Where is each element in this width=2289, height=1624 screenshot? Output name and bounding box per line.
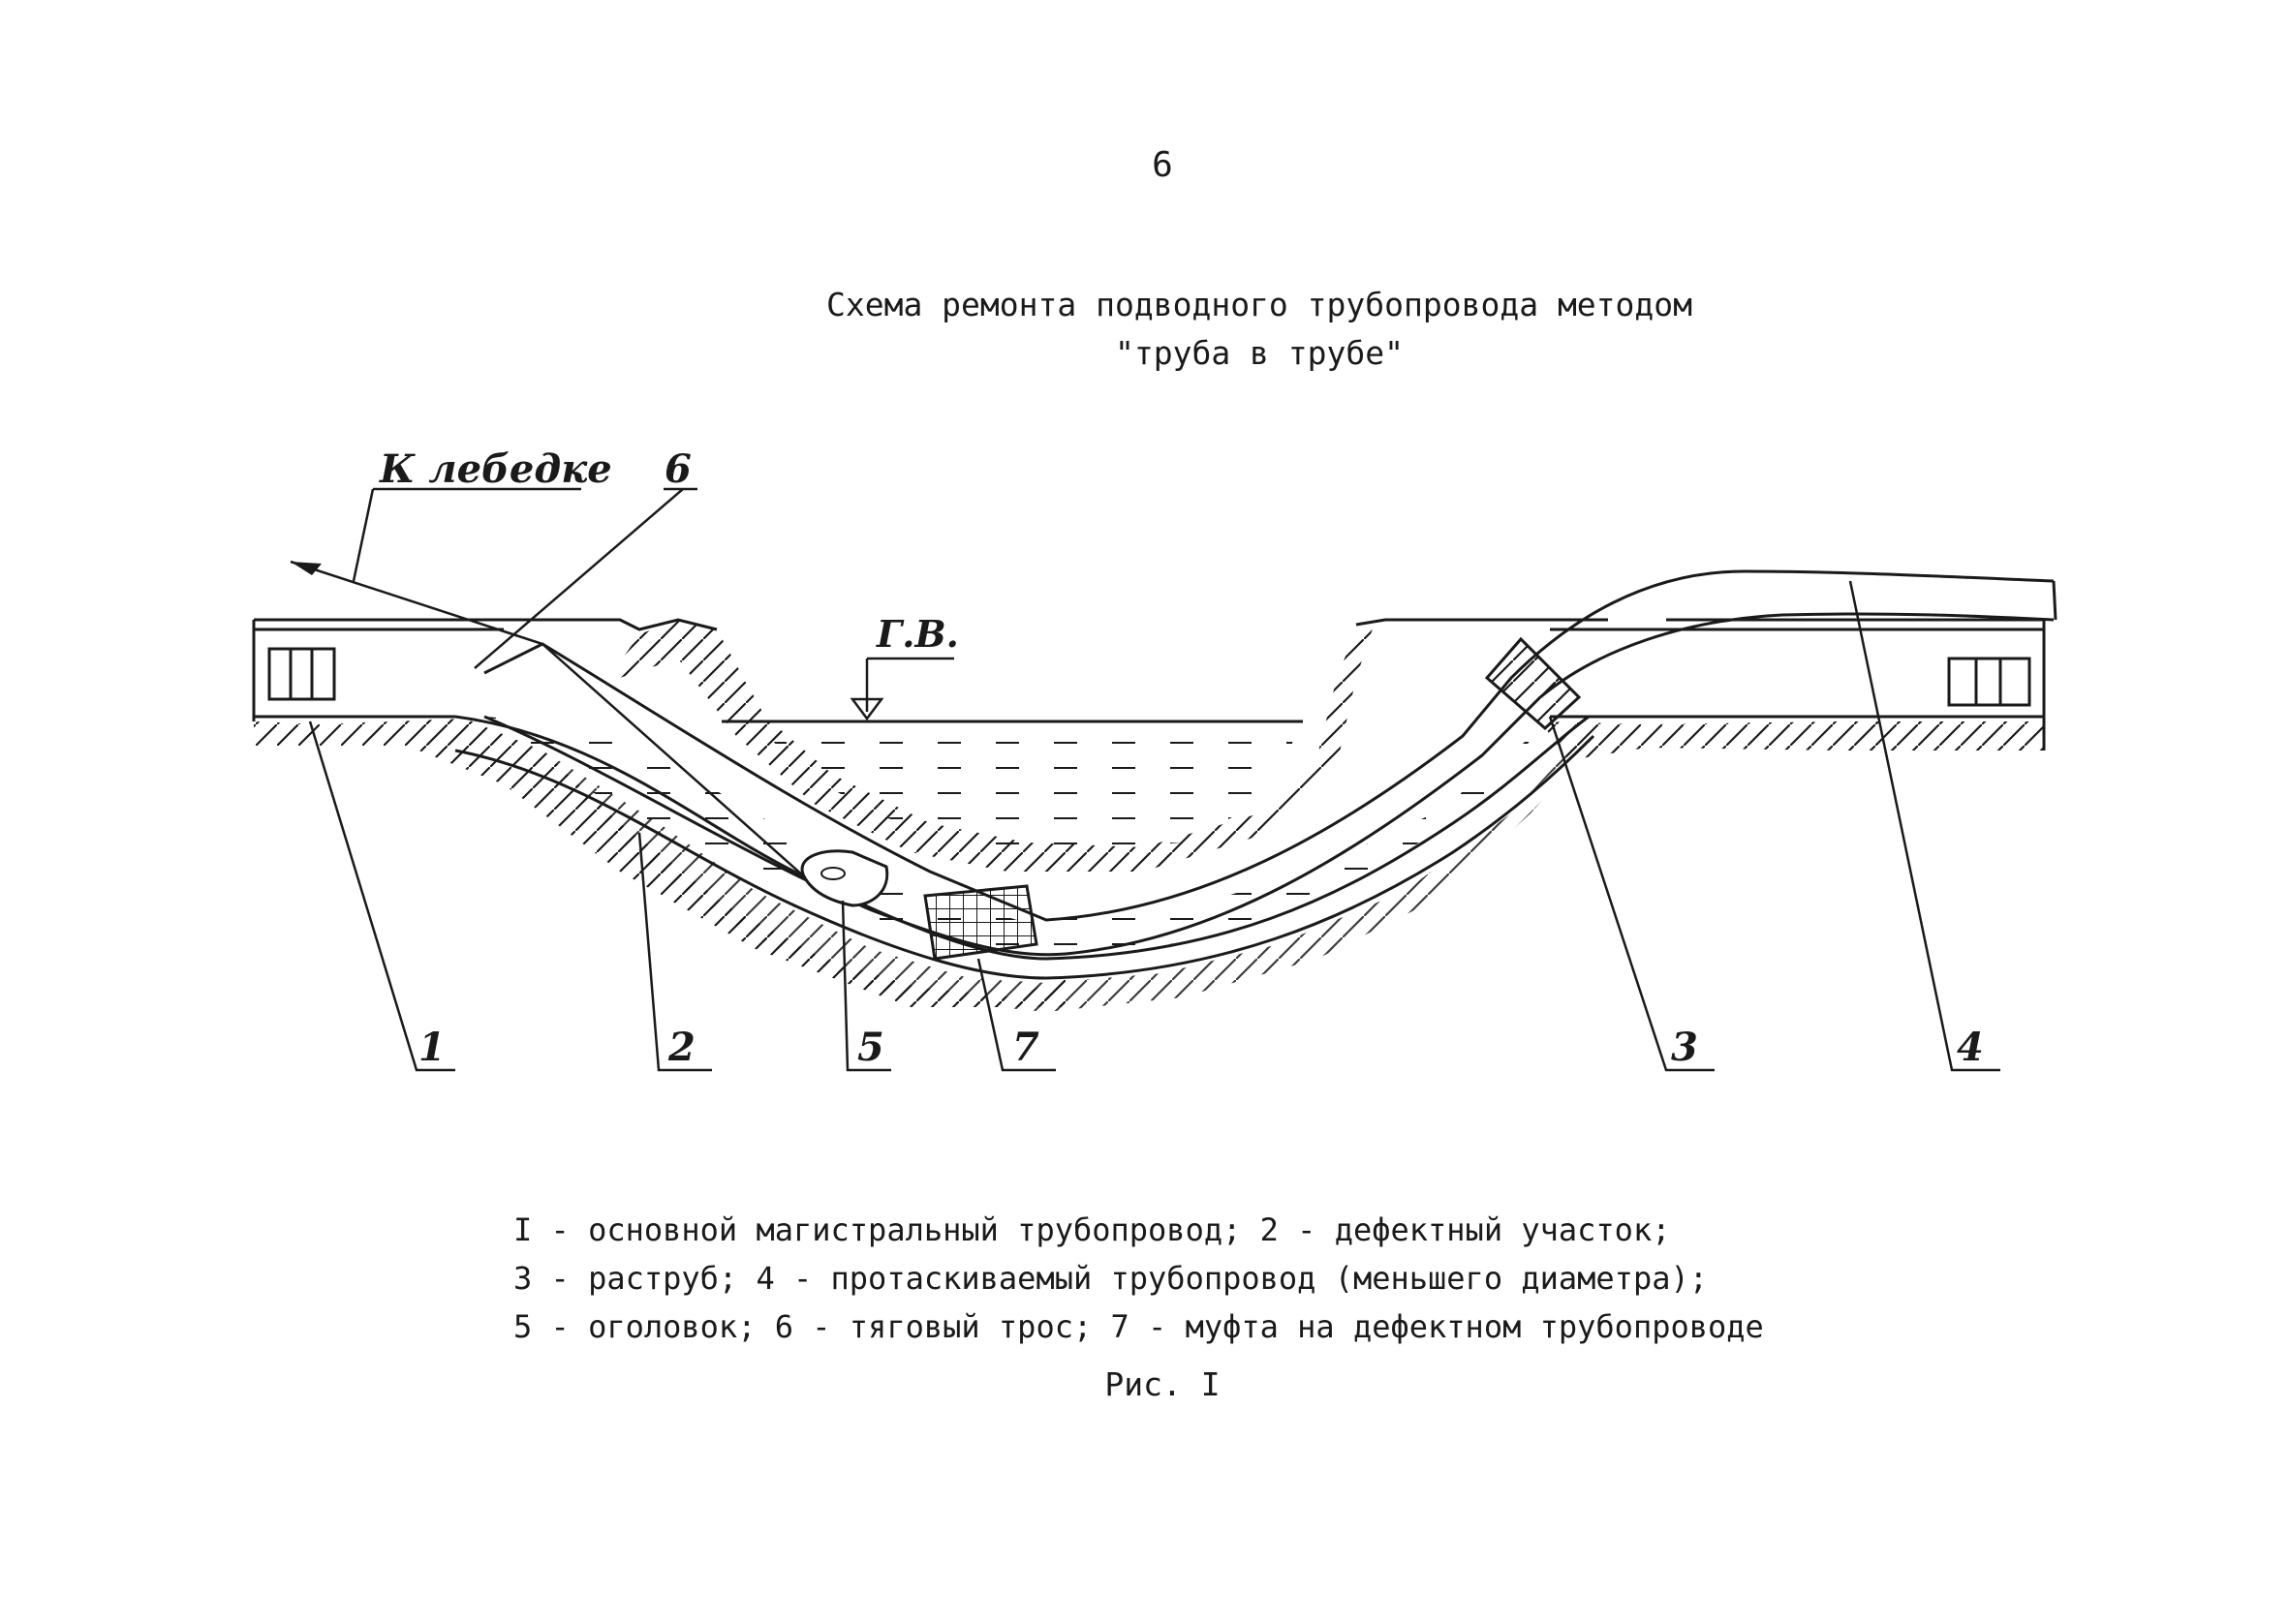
callout-4-leader bbox=[1848, 580, 2000, 1072]
main-pipeline-right bbox=[1550, 620, 2046, 751]
callout-7-leader bbox=[976, 958, 1056, 1072]
soil-left-mound bbox=[605, 620, 1376, 872]
pulling-head bbox=[800, 849, 889, 907]
figure-caption: Рис. I bbox=[1104, 1365, 1221, 1403]
callout-3-label: 3 bbox=[1671, 1025, 1698, 1070]
callout-6-label: 6 bbox=[665, 446, 692, 492]
winch-leader bbox=[352, 487, 581, 582]
bell-socket bbox=[1484, 636, 1582, 731]
legend-line-2: 3 - раструб; 4 - протаскиваемый трубопро… bbox=[513, 1260, 1708, 1297]
callout-5-leader bbox=[841, 900, 891, 1072]
callout-1-label: 1 bbox=[418, 1025, 446, 1070]
cable-arrow bbox=[291, 562, 322, 575]
water-level-label: Г.В. bbox=[876, 612, 959, 656]
callout-5-label: 5 bbox=[857, 1025, 884, 1070]
callout-1-leader bbox=[308, 720, 455, 1072]
traction-cable bbox=[290, 560, 805, 877]
title-line-1: Схема ремонта подводного трубопровода ме… bbox=[825, 286, 1693, 323]
defective-pipeline bbox=[454, 715, 1590, 961]
callout-4-label: 4 bbox=[1957, 1025, 1984, 1070]
inner-pipeline-lower-wall bbox=[483, 612, 2055, 957]
water-body-lower bbox=[484, 717, 1540, 954]
figure-title: Схема ремонта подводного трубопровода ме… bbox=[581, 281, 1937, 378]
legend-line-1: I - основной магистральный трубопровод; … bbox=[513, 1211, 1671, 1248]
figure-legend: I - основной магистральный трубопровод; … bbox=[513, 1206, 1764, 1351]
callout-2-leader bbox=[637, 832, 712, 1072]
pulling-head-eye bbox=[820, 867, 846, 880]
water-level-marker bbox=[850, 657, 954, 721]
callout-7-label: 7 bbox=[1012, 1025, 1039, 1070]
inner-pipeline-end bbox=[2052, 580, 2057, 621]
page-number: 6 bbox=[1152, 145, 1173, 185]
callout-6-leader bbox=[474, 487, 697, 669]
defective-pipeline-lower-wall bbox=[454, 734, 1595, 980]
callout-3-leader bbox=[1548, 716, 1715, 1072]
legend-line-3: 5 - оголовок; 6 - тяговый трос; 7 - муфт… bbox=[513, 1308, 1764, 1345]
water-body bbox=[756, 721, 1298, 852]
main-pipeline-left bbox=[252, 620, 504, 721]
title-line-2: "труба в трубе" bbox=[1114, 334, 1404, 372]
soil-right-bank bbox=[1540, 721, 2044, 760]
winch-label: К лебедке bbox=[379, 446, 612, 492]
coupling bbox=[923, 884, 1038, 961]
soil-riverbed bbox=[542, 736, 1598, 1012]
inner-pipeline bbox=[483, 569, 2055, 922]
callout-2-label: 2 bbox=[667, 1025, 696, 1070]
